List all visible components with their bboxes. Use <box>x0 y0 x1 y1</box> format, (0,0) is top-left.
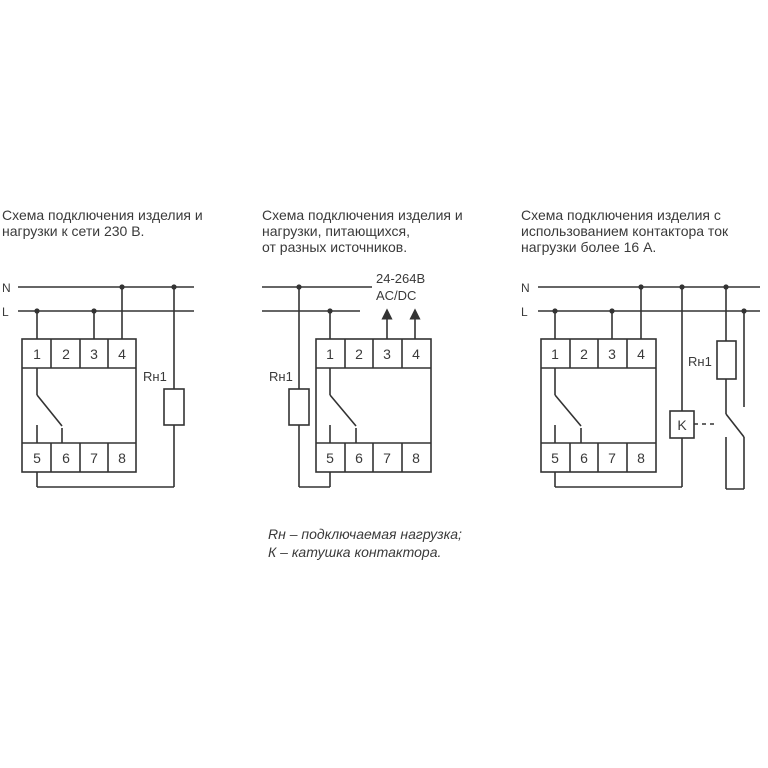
device-relay <box>315 338 432 473</box>
terminal-5: 5 <box>326 450 334 466</box>
junction-dot <box>119 284 125 290</box>
junction-dot <box>741 308 747 314</box>
caption-line: Схема подключения изделия с <box>521 207 721 223</box>
terminal-6: 6 <box>62 450 70 466</box>
load-resistor <box>716 340 737 380</box>
phase-label: L <box>521 305 528 319</box>
terminal-5: 5 <box>551 450 559 466</box>
terminal-3: 3 <box>383 346 391 362</box>
legend: Rн – подключаемая нагрузка; К – катушка … <box>268 525 462 561</box>
device-body <box>21 338 137 473</box>
terminal-4: 4 <box>412 346 420 362</box>
caption-line: использованием контактора ток <box>521 223 729 239</box>
phase-label: L <box>2 305 9 319</box>
contactor-label: K <box>677 417 687 433</box>
terminal-1: 1 <box>551 346 559 362</box>
scheme-1 <box>18 284 194 488</box>
neutral-label: N <box>2 281 11 295</box>
terminal-5: 5 <box>33 450 41 466</box>
terminal-7: 7 <box>608 450 616 466</box>
caption-line: от разных источников. <box>262 239 408 255</box>
caption-line: нагрузки к сети 230 В. <box>2 223 145 239</box>
junction-dot <box>723 284 729 290</box>
junction-dot <box>327 308 333 314</box>
caption-scheme-2: Схема подключения изделия и нагрузки, пи… <box>262 207 463 255</box>
caption-line: нагрузки, питающихся, <box>262 223 410 239</box>
junction-dot <box>34 308 40 314</box>
terminal-8: 8 <box>118 450 126 466</box>
caption-line: Схема подключения изделия и <box>262 207 463 223</box>
terminal-1: 1 <box>326 346 334 362</box>
supply-type-label: AC/DC <box>376 288 416 303</box>
junction-dot <box>638 284 644 290</box>
terminal-8: 8 <box>637 450 645 466</box>
terminal-2: 2 <box>580 346 588 362</box>
terminal-7: 7 <box>90 450 98 466</box>
supply-voltage-label: 24-264В <box>376 271 425 286</box>
device-relay <box>540 338 657 473</box>
contactor-contact <box>725 413 745 438</box>
terminal-7: 7 <box>383 450 391 466</box>
terminal-4: 4 <box>118 346 126 362</box>
terminal-6: 6 <box>580 450 588 466</box>
terminal-2: 2 <box>355 346 363 362</box>
junction-dot <box>552 308 558 314</box>
terminal-6: 6 <box>355 450 363 466</box>
terminal-3: 3 <box>90 346 98 362</box>
caption-line: нагрузки более 16 А. <box>521 239 657 255</box>
caption-scheme-1: Схема подключения изделия и нагрузки к с… <box>2 207 203 239</box>
load-resistor <box>163 388 185 426</box>
load-label: Rн1 <box>143 369 167 384</box>
junction-dot <box>171 284 177 290</box>
terminal-1: 1 <box>33 346 41 362</box>
caption-line: Схема подключения изделия и <box>2 207 203 223</box>
terminal-3: 3 <box>608 346 616 362</box>
legend-line-contactor: К – катушка контактора. <box>268 544 442 560</box>
terminal-4: 4 <box>637 346 645 362</box>
terminal-2: 2 <box>62 346 70 362</box>
caption-scheme-3: Схема подключения изделия с использовани… <box>521 207 728 255</box>
junction-dot <box>91 308 97 314</box>
junction-dot <box>609 308 615 314</box>
load-resistor <box>288 388 310 426</box>
device-relay <box>21 338 137 473</box>
legend-line-load: Rн – подключаемая нагрузка; <box>268 526 462 542</box>
scheme-3 <box>538 284 760 490</box>
junction-dot <box>296 284 302 290</box>
neutral-label: N <box>521 281 530 295</box>
load-label: Rн1 <box>688 354 712 369</box>
terminal-8: 8 <box>412 450 420 466</box>
scheme-2 <box>262 284 432 488</box>
junction-dot <box>679 284 685 290</box>
load-label: Rн1 <box>269 369 293 384</box>
